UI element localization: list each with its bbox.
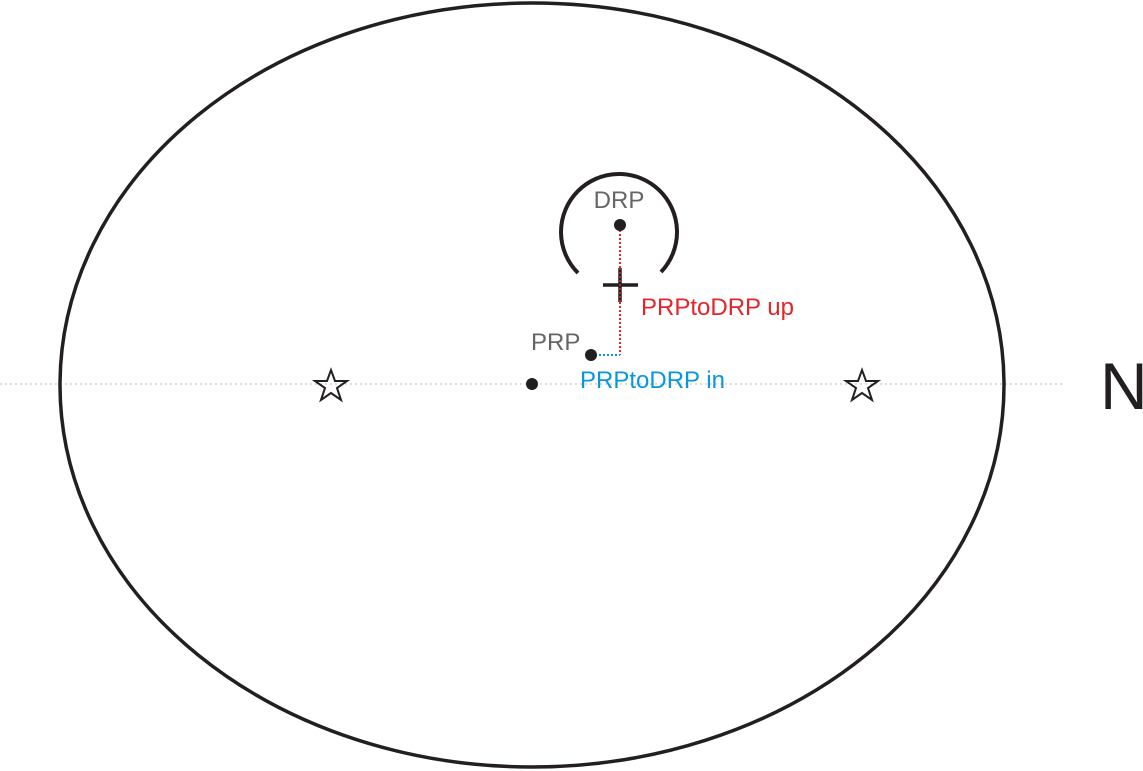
prp-label: PRP: [531, 329, 580, 356]
prp-point: [585, 349, 597, 361]
drp-point: [614, 219, 626, 231]
prp-to-drp-in-label: PRPtoDRP in: [580, 367, 725, 394]
star-icon-left: [311, 367, 351, 403]
center-point: [526, 378, 538, 390]
star-icon-right: [842, 367, 882, 403]
drp-arc: [559, 172, 680, 275]
north-label: N: [1100, 349, 1143, 423]
prp-to-drp-up-label: PRPtoDRP up: [641, 294, 794, 321]
drp-label: DRP: [594, 187, 645, 214]
outer-ellipse: [58, 1, 1006, 769]
